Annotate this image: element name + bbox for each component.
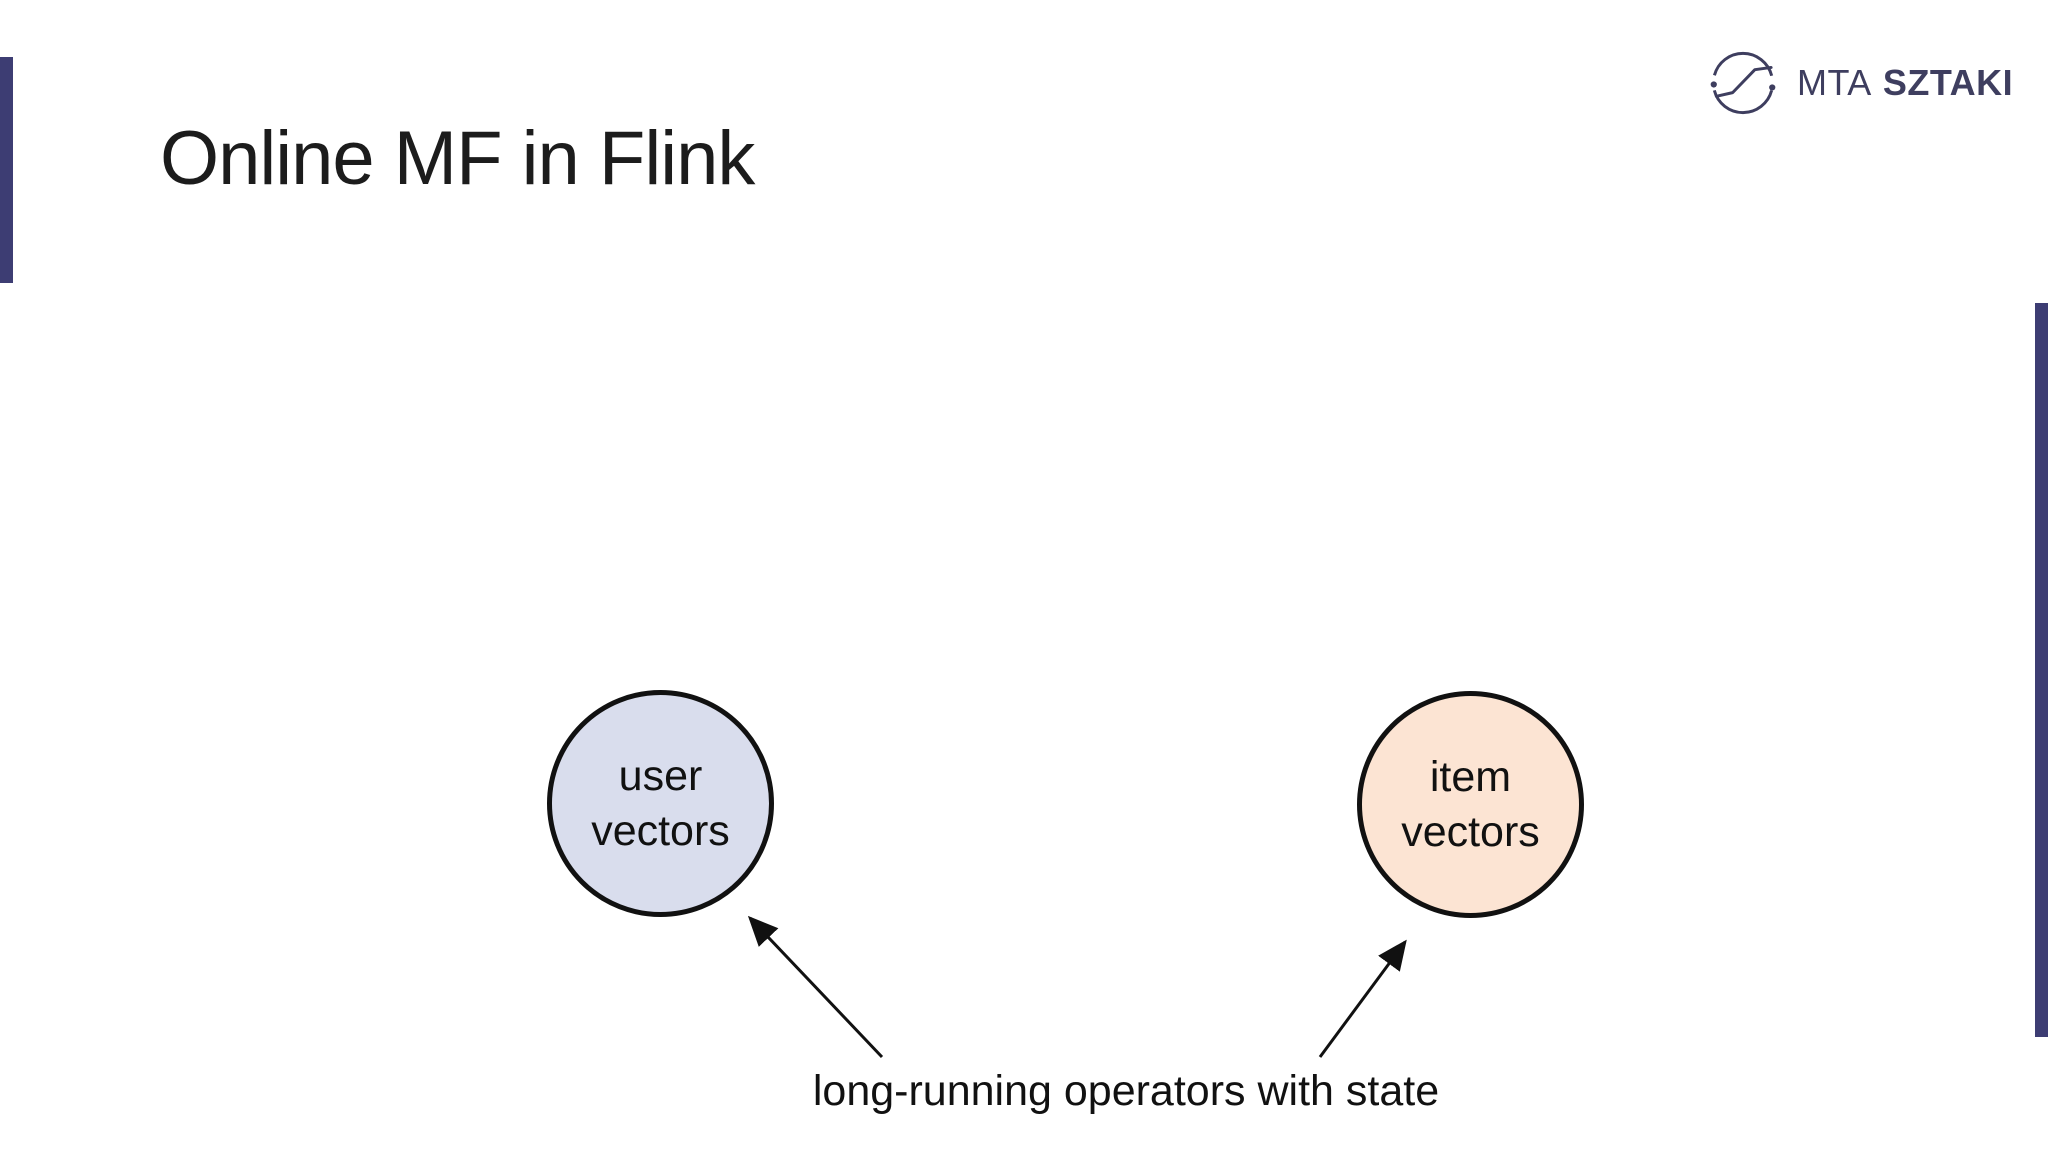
caption-long-running-operators: long-running operators with state [812,1067,1440,1115]
mta-sztaki-logo-icon [1710,51,1776,115]
logo: MTA SZTAKI [1706,46,2013,120]
accent-bar-right [2035,303,2048,1037]
node-item-vectors: item vectors [1357,691,1584,918]
node-item-label-line1: item [1429,752,1512,801]
node-user-vectors: user vectors [547,690,774,917]
page-title: Online MF in Flink [160,115,755,201]
logo-text: MTA SZTAKI [1797,62,2013,104]
logo-text-prefix: MTA [1797,62,1872,103]
node-user-label-line2: vectors [591,806,730,855]
node-item-label-line2: vectors [1401,807,1540,856]
node-user-label-line1: user [618,751,703,800]
logo-text-suffix: SZTAKI [1882,62,2014,103]
arrow-to-item-vectors [1318,939,1407,1058]
arrow-to-user-vectors [747,915,884,1059]
accent-bar-left [0,57,13,283]
